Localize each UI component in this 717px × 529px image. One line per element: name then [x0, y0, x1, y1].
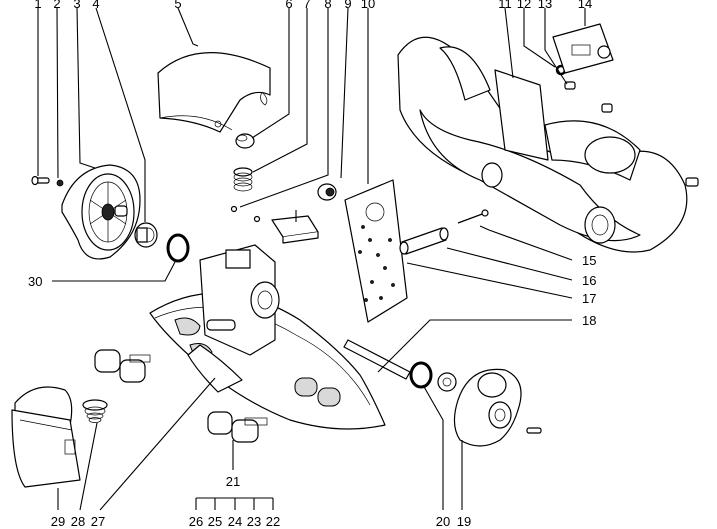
part-21-rocker-button	[207, 411, 268, 443]
part-9-roller	[317, 183, 337, 201]
small-screws	[230, 205, 261, 223]
part-10-circuit-board	[344, 179, 408, 323]
handle-screws	[601, 103, 699, 187]
label-26: 26	[189, 514, 203, 529]
label-6: 6	[285, 0, 292, 11]
label-16: 16	[582, 273, 596, 288]
label-21: 21	[226, 474, 240, 489]
label-2: 2	[53, 0, 60, 11]
part-labels: 1 2 3 4 5 6 7 8 9 10 11 12 13 14 15 16 1…	[28, 0, 596, 529]
part-11-handle-assembly	[397, 36, 688, 253]
label-11: 11	[498, 0, 512, 11]
part-7-spring	[233, 167, 253, 192]
label-19: 19	[457, 514, 471, 529]
label-15: 15	[582, 253, 596, 268]
label-8: 8	[324, 0, 331, 11]
part-28-spring	[82, 399, 108, 423]
label-7: 7	[303, 0, 310, 11]
label-20: 20	[436, 514, 450, 529]
label-18: 18	[582, 313, 596, 328]
label-3: 3	[73, 0, 80, 11]
label-17: 17	[582, 291, 596, 306]
label-9: 9	[344, 0, 351, 11]
part-8-bracket	[271, 215, 319, 244]
label-25: 25	[208, 514, 222, 529]
part-13-screw	[564, 81, 576, 90]
part-16-shaft	[399, 227, 449, 255]
leader-lines	[37, 7, 586, 511]
label-24: 24	[228, 514, 242, 529]
part-20-ring	[409, 361, 457, 392]
part-30-ring	[166, 233, 190, 263]
label-22: 22	[266, 514, 280, 529]
part-3-end-cap	[61, 164, 141, 260]
part-27-rocker-button	[94, 349, 151, 383]
label-23: 23	[247, 514, 261, 529]
label-30: 30	[28, 274, 42, 289]
part-2-nut	[56, 179, 64, 187]
label-4: 4	[92, 0, 99, 11]
part-4-bushing	[134, 222, 158, 248]
label-14: 14	[578, 0, 592, 11]
part-6-cap	[235, 133, 255, 149]
label-10: 10	[361, 0, 375, 11]
label-12: 12	[517, 0, 531, 11]
label-28: 28	[71, 514, 85, 529]
label-5: 5	[174, 0, 181, 11]
part-5-cover	[157, 52, 271, 133]
main-housing	[149, 244, 386, 430]
part-1-screw	[31, 175, 50, 186]
part-14-switch-plate	[552, 23, 614, 74]
label-13: 13	[538, 0, 552, 11]
label-1: 1	[34, 0, 41, 11]
part-19-screw	[526, 427, 542, 434]
label-29: 29	[51, 514, 65, 529]
label-27: 27	[91, 514, 105, 529]
part-29-clip	[11, 386, 81, 488]
part-15-pin	[457, 209, 489, 224]
part-19-end-knob	[453, 368, 522, 447]
